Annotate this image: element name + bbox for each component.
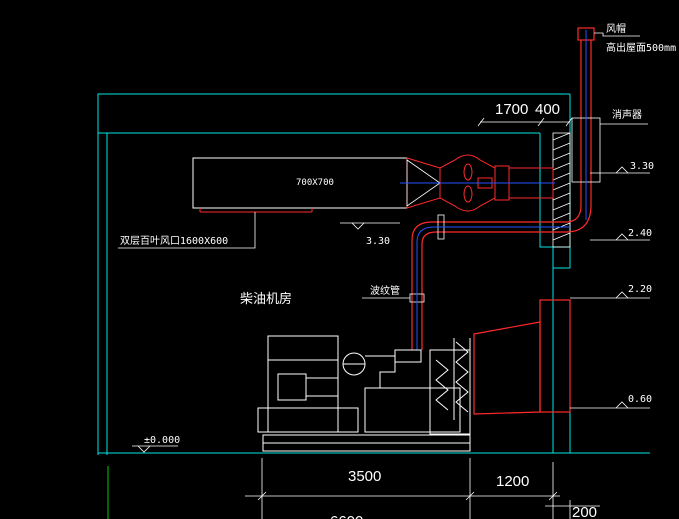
louver-leader bbox=[118, 212, 256, 249]
top-dimension bbox=[477, 117, 573, 127]
dim-1700: 1700 bbox=[495, 101, 528, 118]
dim-3500: 3500 bbox=[348, 468, 381, 485]
rain-cap-label: 风帽 bbox=[606, 22, 626, 35]
radiator bbox=[429, 349, 471, 435]
exhaust-pipe-label: 波纹管 bbox=[370, 284, 400, 297]
elevation-2-40: 2.40 bbox=[628, 228, 652, 239]
louver-label: 双层百叶风口1600X600 bbox=[120, 235, 228, 247]
supply-duct bbox=[192, 154, 554, 213]
bottom-dimensions bbox=[245, 458, 600, 519]
floor-level-label: ±0.000 bbox=[144, 435, 180, 446]
dim-400: 400 bbox=[535, 101, 560, 118]
wall-hatch bbox=[552, 132, 571, 248]
right-wall-upper bbox=[539, 133, 570, 248]
exhaust-outlet bbox=[473, 299, 571, 415]
above-roof-label: 高出屋面500mm bbox=[606, 41, 676, 54]
room-walls bbox=[97, 93, 650, 455]
dim-6600: 6600 bbox=[330, 513, 363, 519]
dim-1200: 1200 bbox=[496, 473, 529, 490]
room-name: 柴油机房 bbox=[240, 291, 292, 307]
elevation-3-30: 3.30 bbox=[630, 161, 654, 172]
rain-cap-leader bbox=[594, 32, 640, 37]
muffler-label: 消声器 bbox=[612, 108, 642, 121]
exhaust-pipe-centerline bbox=[416, 226, 570, 350]
elevation-marks bbox=[570, 166, 650, 409]
duct-size-label: 700X700 bbox=[296, 178, 334, 188]
floor-level-mark bbox=[132, 445, 178, 453]
outer-wall bbox=[97, 93, 570, 455]
duct-elevation-label: 3.30 bbox=[366, 236, 390, 247]
exhaust-pipe bbox=[409, 214, 540, 350]
elevation-0-60: 0.60 bbox=[628, 394, 652, 405]
duct-elevation-mark bbox=[340, 222, 400, 230]
generator-set bbox=[257, 335, 471, 452]
dim-200: 200 bbox=[572, 504, 597, 519]
elevation-2-20: 2.20 bbox=[628, 284, 652, 295]
